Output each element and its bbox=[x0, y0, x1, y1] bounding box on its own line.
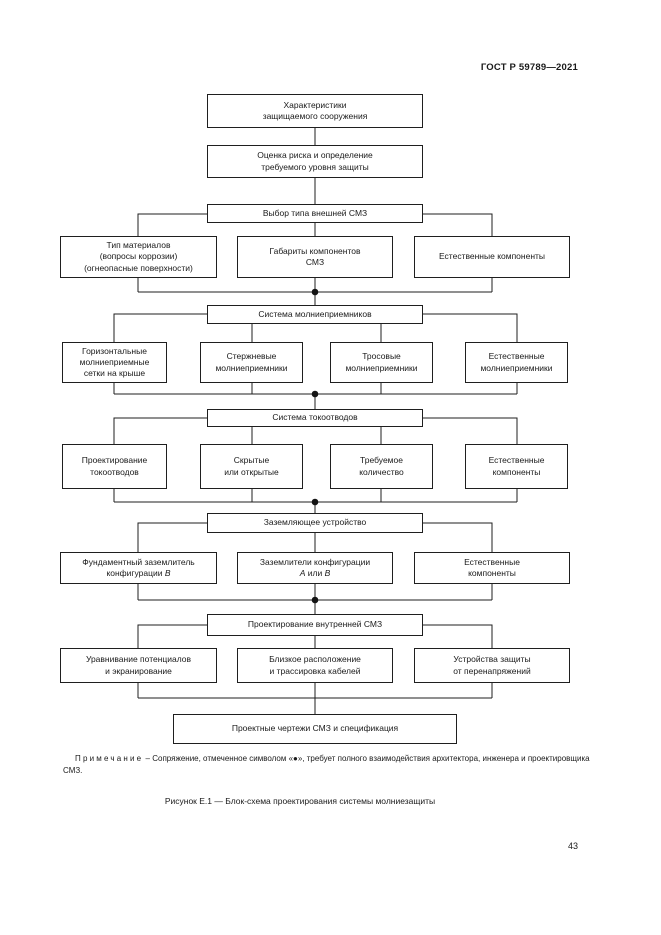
node-foundation-earth-electrode: Фундаментный заземлитель конфигурации B bbox=[60, 552, 217, 584]
page-number: 43 bbox=[567, 841, 578, 851]
node-catenary-air-terminations: Тросовые молниеприемники bbox=[330, 342, 433, 383]
config-a-var: A bbox=[299, 568, 306, 578]
document-header: ГОСТ Р 59789—2021 bbox=[480, 62, 578, 73]
node-characteristics: Характеристики защищаемого сооружения bbox=[207, 94, 423, 128]
note-label: Примечание bbox=[75, 754, 144, 763]
junction-dot bbox=[311, 390, 319, 398]
config-b-var: B bbox=[324, 568, 331, 578]
junction-dots bbox=[311, 288, 319, 604]
node-earth-electrodes-ab: Заземлители конфигурации A или B bbox=[237, 552, 393, 584]
node-natural-components-earth: Естественные компоненты bbox=[414, 552, 570, 584]
node-proximity-cable-routing: Близкое расположение и трассировка кабел… bbox=[237, 648, 393, 683]
junction-dot bbox=[311, 596, 319, 604]
node-earth-termination: Заземляющее устройство bbox=[207, 513, 423, 533]
node-down-conductor-system: Система токоотводов bbox=[207, 409, 423, 427]
figure-caption: Рисунок Е.1 — Блок-схема проектирования … bbox=[164, 796, 436, 806]
node-rod-air-terminations: Стержневые молниеприемники bbox=[200, 342, 303, 383]
node-external-lps-type: Выбор типа внешней СМЗ bbox=[207, 204, 423, 223]
config-b-var: B bbox=[164, 568, 171, 578]
node-internal-lps-design: Проектирование внутренней СМЗ bbox=[207, 614, 423, 636]
node-natural-components-external: Естественные компоненты bbox=[414, 236, 570, 278]
node-roof-mesh: Горизонтальные молниеприемные сетки на к… bbox=[62, 342, 167, 383]
junction-dot bbox=[311, 288, 319, 296]
node-required-number: Требуемое количество bbox=[330, 444, 433, 489]
node-risk-assessment: Оценка риска и определение требуемого ур… bbox=[207, 145, 423, 178]
note-text: – Сопряжение, отмеченное символом «●», т… bbox=[63, 754, 590, 776]
node-equipotential-bonding: Уравнивание потенциалов и экранирование bbox=[60, 648, 217, 683]
node-natural-air-terminations: Естественные молниеприемники bbox=[465, 342, 568, 383]
node-down-conductor-design: Проектирование токоотводов bbox=[62, 444, 167, 489]
connector-lines bbox=[113, 128, 518, 714]
node-surge-protection: Устройства защиты от перенапряжений bbox=[414, 648, 570, 683]
node-concealed-or-exposed: Скрытые или открытые bbox=[200, 444, 303, 489]
junction-dot bbox=[311, 498, 319, 506]
node-air-termination-system: Система молниеприемников bbox=[207, 305, 423, 324]
node-material-type: Тип материалов (вопросы коррозии) (огнео… bbox=[60, 236, 217, 278]
node-natural-components-down: Естественные компоненты bbox=[465, 444, 568, 489]
figure-note: Примечание – Сопряжение, отмеченное симв… bbox=[63, 753, 599, 778]
node-component-dimensions: Габариты компонентов СМЗ bbox=[237, 236, 393, 278]
node-drawings-specification: Проектные чертежи СМЗ и спецификация bbox=[173, 714, 457, 744]
